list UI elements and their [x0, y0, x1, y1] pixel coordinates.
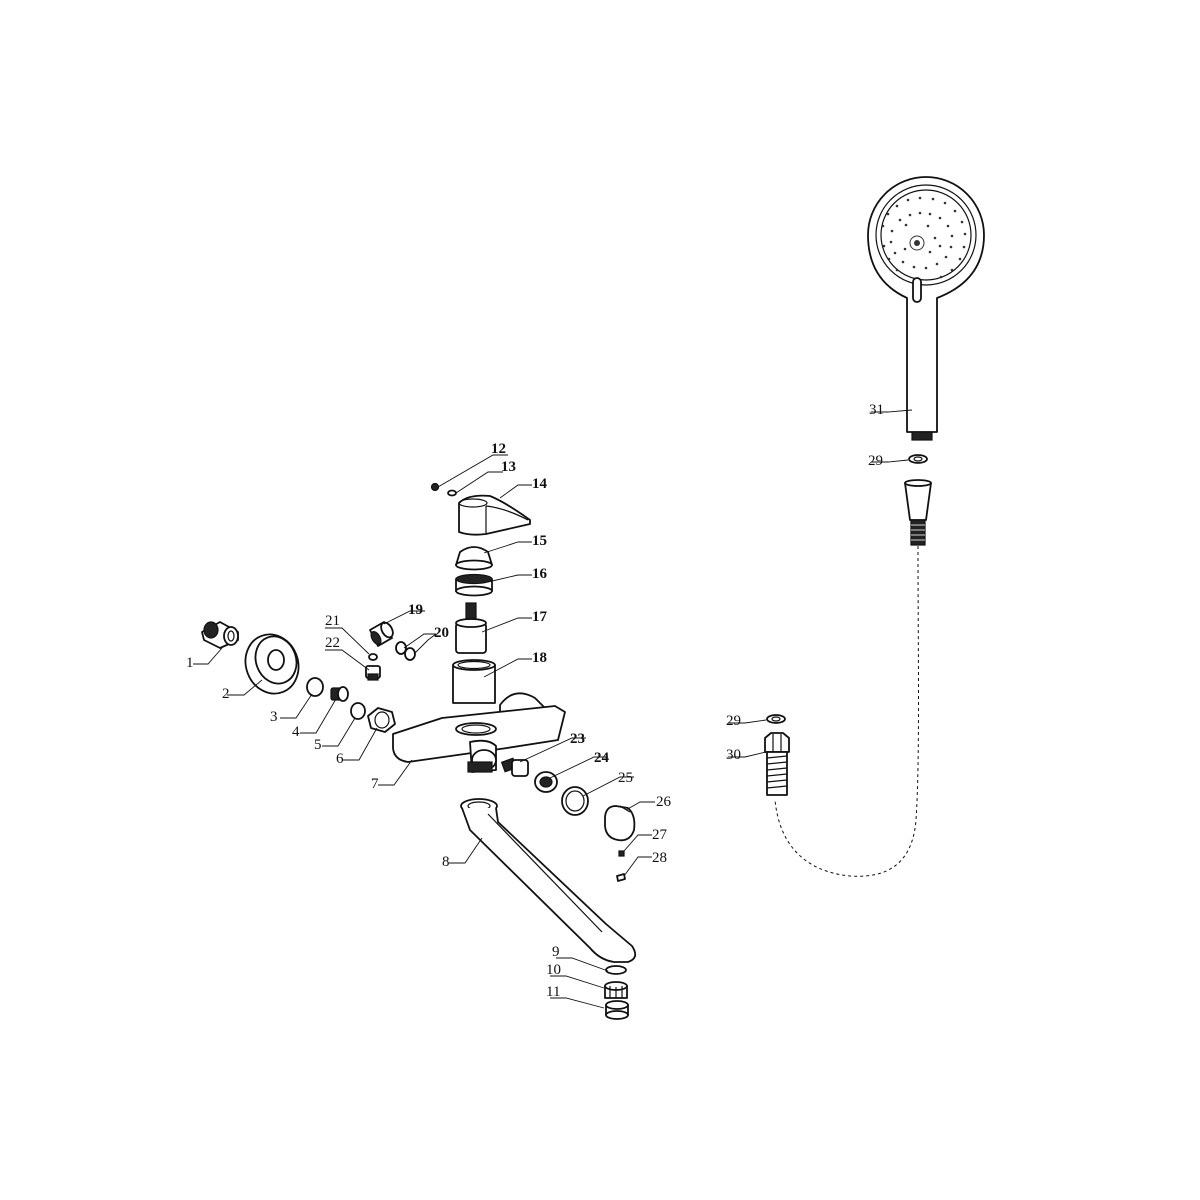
ring-part-25 — [561, 786, 589, 816]
callout-15: 15 — [532, 533, 547, 549]
callout-17: 17 — [532, 609, 548, 625]
callout-30: 30 — [726, 747, 741, 763]
washer-part-29-lower — [766, 714, 786, 724]
pin-part-28 — [616, 873, 626, 882]
callout-24: 24 — [594, 750, 610, 766]
spout-part-8 — [460, 798, 637, 963]
aerator-housing-part-11 — [605, 1000, 629, 1020]
hex-connector-part-30 — [764, 732, 790, 796]
dome-cover-part-15 — [455, 546, 493, 571]
callout-29-lower: 29 — [726, 713, 741, 729]
diverter-part-23 — [500, 757, 529, 777]
callout-31: 31 — [869, 402, 884, 418]
callout-4: 4 — [292, 724, 300, 740]
eccentric-fitting-part-19 — [369, 621, 394, 647]
callout-1: 1 — [186, 655, 194, 671]
eccentric-connector-part-1 — [201, 621, 239, 649]
mixer-body-part-7 — [392, 692, 566, 773]
shower-hose — [774, 545, 919, 877]
washer-part-21 — [368, 653, 378, 661]
callout-25: 25 — [618, 770, 633, 786]
callout-9: 9 — [552, 944, 560, 960]
callout-19: 19 — [408, 602, 423, 618]
callout-8: 8 — [442, 854, 450, 870]
leader-lines — [193, 409, 913, 1009]
callout-20: 20 — [434, 625, 449, 641]
lever-handle-part-14 — [458, 494, 531, 536]
diverter-knob-part-26 — [604, 805, 636, 842]
callout-2: 2 — [222, 686, 230, 702]
callout-3: 3 — [270, 709, 278, 725]
washer-part-5 — [350, 702, 366, 720]
ring-nut-part-16 — [455, 573, 493, 597]
hose-cone-nut — [904, 479, 932, 546]
callout-6: 6 — [336, 751, 344, 767]
o-rings-part-20 — [395, 641, 416, 661]
nut-part-6 — [367, 707, 396, 733]
callout-5: 5 — [314, 737, 322, 753]
callout-27: 27 — [652, 827, 668, 843]
washer-part-3 — [306, 677, 324, 697]
screw-part-13 — [447, 489, 457, 497]
spray-nozzles — [881, 196, 967, 279]
washer-part-29-upper — [908, 454, 928, 464]
callout-21: 21 — [325, 613, 340, 629]
callout-11: 11 — [546, 984, 560, 1000]
sleeve-part-18 — [452, 659, 496, 704]
callout-7: 7 — [371, 776, 379, 792]
ring-part-24 — [534, 771, 558, 793]
cap-part-12 — [430, 482, 440, 492]
callout-28: 28 — [652, 850, 667, 866]
grub-screw-part-27 — [618, 850, 625, 857]
escutcheon-part-2 — [244, 633, 300, 695]
callout-labels: 1 2 3 4 5 6 7 8 9 10 11 12 13 14 15 16 1… — [186, 402, 884, 1000]
callout-13: 13 — [501, 459, 516, 475]
callout-26: 26 — [656, 794, 672, 810]
aerator-part-10 — [604, 981, 628, 999]
nipple-part-22 — [365, 665, 381, 681]
callout-22: 22 — [325, 635, 340, 651]
washer-part-9 — [605, 965, 627, 975]
callout-14: 14 — [532, 476, 548, 492]
hand-shower-part-31 — [867, 176, 985, 441]
callout-10: 10 — [546, 962, 561, 978]
cartridge-part-17 — [455, 602, 487, 654]
callout-23: 23 — [570, 731, 585, 747]
callout-16: 16 — [532, 566, 548, 582]
callout-18: 18 — [532, 650, 547, 666]
callout-29-upper: 29 — [868, 453, 883, 469]
connector-part-4 — [330, 686, 349, 702]
callout-12: 12 — [491, 441, 506, 457]
